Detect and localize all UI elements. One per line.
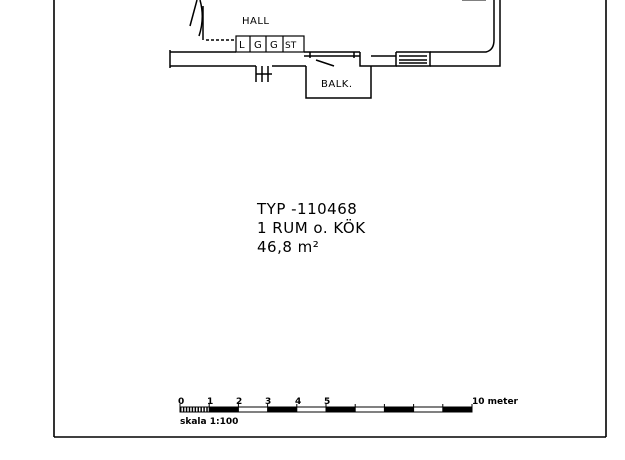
scale-tick-2: 2 <box>236 397 242 407</box>
apartment-area: 46,8 m² <box>257 238 319 256</box>
apartment-type-code: TYP -110468 <box>256 200 357 218</box>
scale-text: skala 1:100 <box>180 417 238 427</box>
floor-plan-walls <box>169 0 501 99</box>
scale-segment <box>209 407 239 412</box>
scale-subsegment <box>194 407 197 412</box>
scale-tick-3: 3 <box>265 397 271 407</box>
scale-segment <box>384 407 414 412</box>
scale-bar: 0 1 2 3 4 5 10 meter skala 1:100 <box>178 397 519 427</box>
room-label-balcony: BALK. <box>321 79 353 90</box>
scale-subsegment <box>206 407 208 412</box>
scale-subsegment <box>197 407 199 412</box>
scale-subsegment <box>180 407 182 412</box>
scale-tick-0: 0 <box>178 397 184 407</box>
closet-label-st: ST <box>285 41 297 51</box>
scale-subsegment <box>185 407 188 412</box>
closet-label-l: L <box>239 40 245 51</box>
room-label-hall: HALL <box>242 16 270 27</box>
scale-segment <box>267 407 297 412</box>
scale-tick-1: 1 <box>207 397 213 407</box>
drawing-frame <box>53 0 607 438</box>
apartment-description: 1 RUM o. KÖK <box>257 218 366 237</box>
scale-segment <box>442 407 472 412</box>
scale-end-label: 10 meter <box>472 397 519 407</box>
scale-subsegment <box>182 407 185 412</box>
scale-subsegment <box>203 407 205 412</box>
scale-tick-4: 4 <box>295 397 301 407</box>
scale-subsegment <box>200 407 202 412</box>
closet-label-g1: G <box>254 40 262 51</box>
closet-row <box>235 35 305 53</box>
scale-segment <box>326 407 356 412</box>
closet-label-g2: G <box>270 40 278 51</box>
scale-subsegment <box>188 407 191 412</box>
scale-tick-5: 5 <box>324 397 330 407</box>
scale-subsegment <box>191 407 194 412</box>
